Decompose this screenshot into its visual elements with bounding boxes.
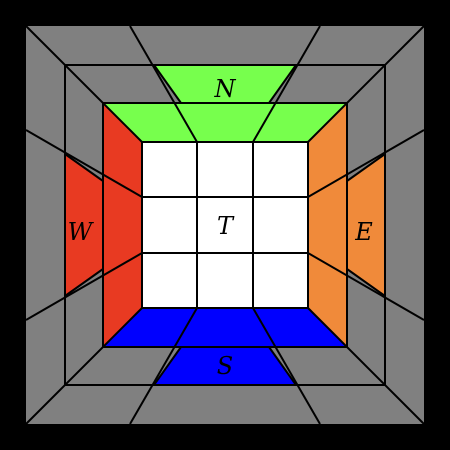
east-inner-band [308,103,347,347]
west-outer-face [65,154,103,296]
north-outer-face [154,65,296,103]
top-label: T [217,212,235,240]
north-inner-band [103,103,347,142]
south-outer-face [154,347,296,385]
east-outer-face [347,154,385,296]
grid-lines [25,25,425,425]
south-inner-band [103,308,347,347]
west-label: W [68,218,95,246]
west-inner-band [103,103,142,347]
north-label: N [214,75,237,103]
east-label: E [354,218,373,246]
top-face [142,142,308,308]
south-label: S [217,352,233,380]
